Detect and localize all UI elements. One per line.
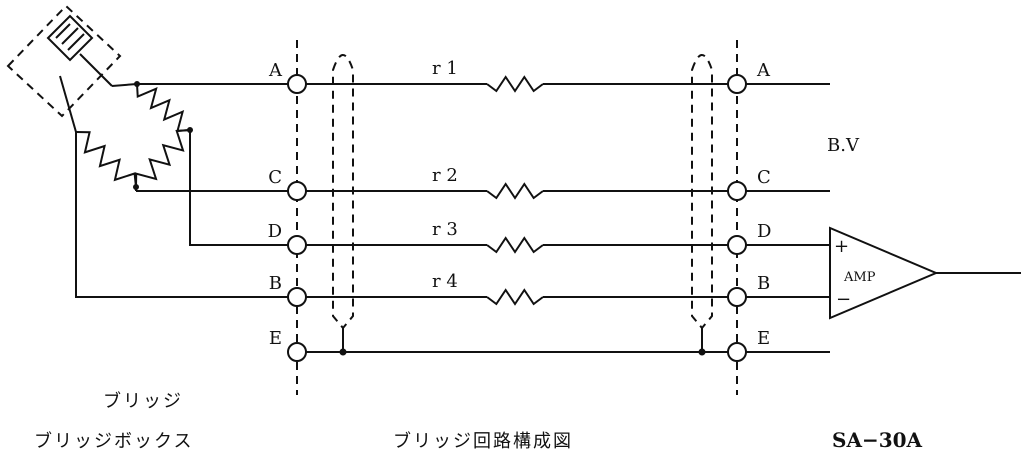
- terminal-label-right: B: [757, 273, 770, 294]
- lead-D: [189, 130, 288, 246]
- bridge-voltage-label: B.V: [827, 135, 860, 156]
- caption-model: SA−30A: [832, 428, 923, 452]
- terminal-B-right: [727, 287, 747, 307]
- components: [6, 4, 939, 395]
- lead-B: [75, 132, 288, 298]
- caption-figure-title: ブリッジ回路構成図: [393, 430, 573, 452]
- resistor-label: r 2: [432, 165, 458, 186]
- terminal-D-left: [287, 235, 307, 255]
- line-resistor: [486, 75, 544, 93]
- terminal-B-left: [287, 287, 307, 307]
- junction-dot: [698, 348, 706, 356]
- strain-gauge-box: [6, 4, 122, 118]
- bridge-resistor: [136, 83, 191, 133]
- line-resistor: [486, 288, 544, 306]
- junction-dot: [187, 127, 193, 133]
- gauge-lead-left: [59, 75, 77, 133]
- amplifier-symbol: [829, 226, 939, 320]
- amplifier-plus: +: [834, 236, 849, 257]
- terminal-label-right: C: [757, 167, 771, 188]
- caption-bridge-box: ブリッジボックス: [34, 430, 193, 452]
- line-resistor: [486, 236, 544, 254]
- bridge-wire: [111, 83, 138, 87]
- gauge-lead-top: [79, 53, 113, 87]
- terminal-C-left: [287, 181, 307, 201]
- terminal-label-left: C: [268, 167, 282, 188]
- terminal-label-left: B: [269, 273, 282, 294]
- junction-dot: [133, 184, 139, 190]
- wiring: [75, 83, 1021, 353]
- terminal-label-left: D: [268, 221, 282, 242]
- terminal-A-left: [287, 74, 307, 94]
- terminal-label-left: E: [269, 328, 282, 349]
- labels: r 1 A Ar 2 C Cr 3 D Dr 4 B B E E AMP + − B.V ブリッジブリッジボッ…: [34, 58, 923, 452]
- strain-gauge-grid: [46, 14, 94, 62]
- amplifier-minus: −: [836, 289, 851, 310]
- terminal-E-left: [287, 342, 307, 362]
- junction-dot: [134, 81, 140, 87]
- resistor-label: r 3: [432, 219, 458, 240]
- terminal-label-right: A: [756, 60, 771, 81]
- terminal-D-right: [727, 235, 747, 255]
- resistor-label: r 4: [432, 271, 458, 292]
- terminal-A-right: [727, 74, 747, 94]
- caption-bridge: ブリッジ: [103, 390, 183, 412]
- strain-gauge-lines: [55, 23, 85, 51]
- terminal-label-right: D: [757, 221, 771, 242]
- bridge-resistor: [135, 129, 191, 188]
- terminal-C-right: [727, 181, 747, 201]
- terminal-label-right: E: [757, 328, 770, 349]
- junction-dot: [339, 348, 347, 356]
- bridge-resistor: [75, 131, 137, 188]
- line-resistor: [486, 182, 544, 200]
- amplifier-label: AMP: [843, 270, 876, 285]
- terminal-E-right: [727, 342, 747, 362]
- terminal-label-left: A: [268, 60, 283, 81]
- resistor-label: r 1: [432, 58, 458, 79]
